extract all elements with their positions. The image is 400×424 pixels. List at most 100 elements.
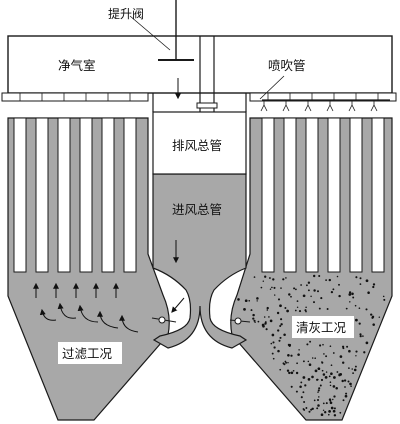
dust-particle: [329, 401, 333, 405]
dust-particle: [269, 319, 273, 323]
dust-particle: [325, 279, 327, 281]
dust-particle: [269, 288, 272, 290]
lift-valve-label: 提升阀: [108, 6, 144, 21]
dust-particle: [351, 292, 354, 296]
filtering-condition-label: 过滤工况: [62, 346, 113, 361]
dust-particle: [325, 371, 328, 373]
dust-particle: [266, 306, 269, 310]
exhaust-manifold-label: 排风总管: [172, 138, 222, 153]
blow-pipe-label: 喷吹管: [268, 58, 306, 73]
dust-particle: [383, 298, 386, 301]
dust-particle: [250, 309, 253, 312]
dust-particle: [271, 333, 275, 337]
dust-particle: [367, 291, 370, 294]
dust-particle: [292, 369, 295, 372]
dust-particle: [300, 396, 303, 399]
dust-particle: [332, 352, 335, 354]
dust-particle: [290, 385, 293, 388]
dust-particle: [349, 301, 351, 303]
dust-particle: [302, 294, 306, 298]
dust-particle: [282, 278, 285, 281]
dust-particle: [254, 321, 256, 324]
left-up-arrows: [33, 282, 119, 298]
dust-particle: [352, 296, 355, 299]
dust-particle: [320, 297, 323, 300]
dust-particle: [318, 307, 321, 310]
dust-particle: [306, 284, 308, 287]
dust-particle: [316, 407, 319, 410]
dust-particle: [285, 361, 288, 364]
dust-particle: [304, 384, 307, 387]
dust-particle: [338, 294, 341, 298]
left-branch-valve: [151, 316, 177, 324]
lower-flow-arrow: [171, 297, 185, 313]
dust-particle: [328, 375, 331, 378]
dust-particle: [319, 384, 322, 387]
dust-particle: [332, 409, 336, 413]
dust-particle: [339, 411, 342, 414]
dust-particle: [290, 295, 292, 298]
clean-air-chamber-label: 净气室: [58, 58, 96, 73]
dust-particle: [288, 371, 291, 375]
dust-particle: [288, 343, 292, 347]
dust-particle: [322, 343, 324, 346]
dust-particle: [273, 346, 276, 349]
dust-particle: [348, 367, 350, 369]
dust-particles: [237, 274, 386, 417]
dust-particle: [271, 286, 273, 289]
dust-particle: [260, 286, 263, 289]
dust-particle: [295, 390, 298, 393]
dust-particle: [313, 301, 315, 304]
left-curved-arrows: [39, 302, 139, 333]
dust-particle: [297, 353, 300, 356]
dust-particle: [324, 411, 327, 414]
dust-particle: [321, 369, 324, 372]
cleaning-condition-label: 清灰工况: [296, 320, 347, 335]
dust-particle: [328, 398, 332, 401]
dust-particle: [271, 352, 274, 355]
dust-particle: [355, 355, 357, 357]
dust-particle: [342, 361, 345, 364]
dust-particle: [280, 287, 282, 289]
dust-particle: [329, 381, 332, 384]
dust-particle: [324, 376, 328, 379]
dust-particle: [365, 341, 369, 345]
dust-particle: [272, 278, 275, 281]
dust-particle: [322, 402, 325, 405]
right-tube-sheet: [249, 92, 397, 102]
dust-particle: [314, 357, 316, 359]
dust-particle: [325, 355, 328, 358]
dust-particle: [328, 410, 331, 413]
dust-particle: [325, 402, 328, 405]
dust-particle: [312, 274, 316, 278]
dust-particle: [263, 316, 266, 318]
dust-particle: [339, 355, 343, 358]
dust-particle: [354, 304, 357, 307]
dust-particle: [273, 286, 276, 289]
dust-particle: [354, 365, 357, 368]
right-branch-valve: [229, 317, 251, 325]
dust-particle: [321, 361, 324, 364]
dust-particle: [279, 368, 282, 371]
dust-particle: [313, 289, 316, 292]
dust-particle: [344, 386, 346, 388]
dust-particle: [290, 354, 293, 357]
dust-particle: [345, 307, 348, 310]
dust-particle: [248, 299, 251, 302]
dust-particle: [307, 289, 310, 292]
dust-particle: [272, 341, 275, 344]
dust-particle: [335, 386, 338, 390]
dust-particle: [316, 398, 320, 402]
dust-particle: [284, 307, 287, 309]
dust-particle: [336, 275, 339, 278]
dust-particle: [320, 413, 324, 417]
dust-particle: [330, 406, 334, 410]
dust-particle: [320, 378, 324, 382]
dust-particle: [277, 298, 281, 301]
dust-particle: [279, 304, 282, 308]
cleaning-label-bg: [292, 316, 354, 338]
dust-particle: [348, 291, 352, 294]
dust-particle: [309, 340, 312, 343]
dust-particle: [342, 347, 345, 350]
